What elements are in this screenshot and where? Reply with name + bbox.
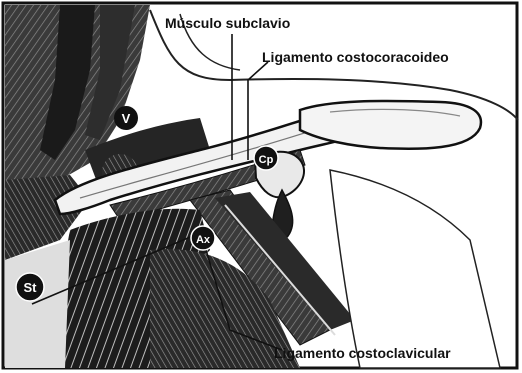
svg-text:V: V <box>122 111 131 126</box>
label-subclavius-muscle: Músculo subclavio <box>165 15 290 31</box>
marker-coracoid-process: Cp <box>254 146 278 170</box>
marker-axillary: Ax <box>191 226 215 250</box>
svg-text:Cp: Cp <box>259 154 274 166</box>
marker-vein: V <box>114 106 138 130</box>
svg-text:Ax: Ax <box>196 234 211 246</box>
label-costoclavicular-ligament: Ligamento costoclavicular <box>274 345 451 361</box>
label-costocoracoid-ligament: Ligamento costocoracoideo <box>262 49 449 65</box>
svg-text:St: St <box>24 280 38 295</box>
marker-sternum: St <box>16 273 44 301</box>
